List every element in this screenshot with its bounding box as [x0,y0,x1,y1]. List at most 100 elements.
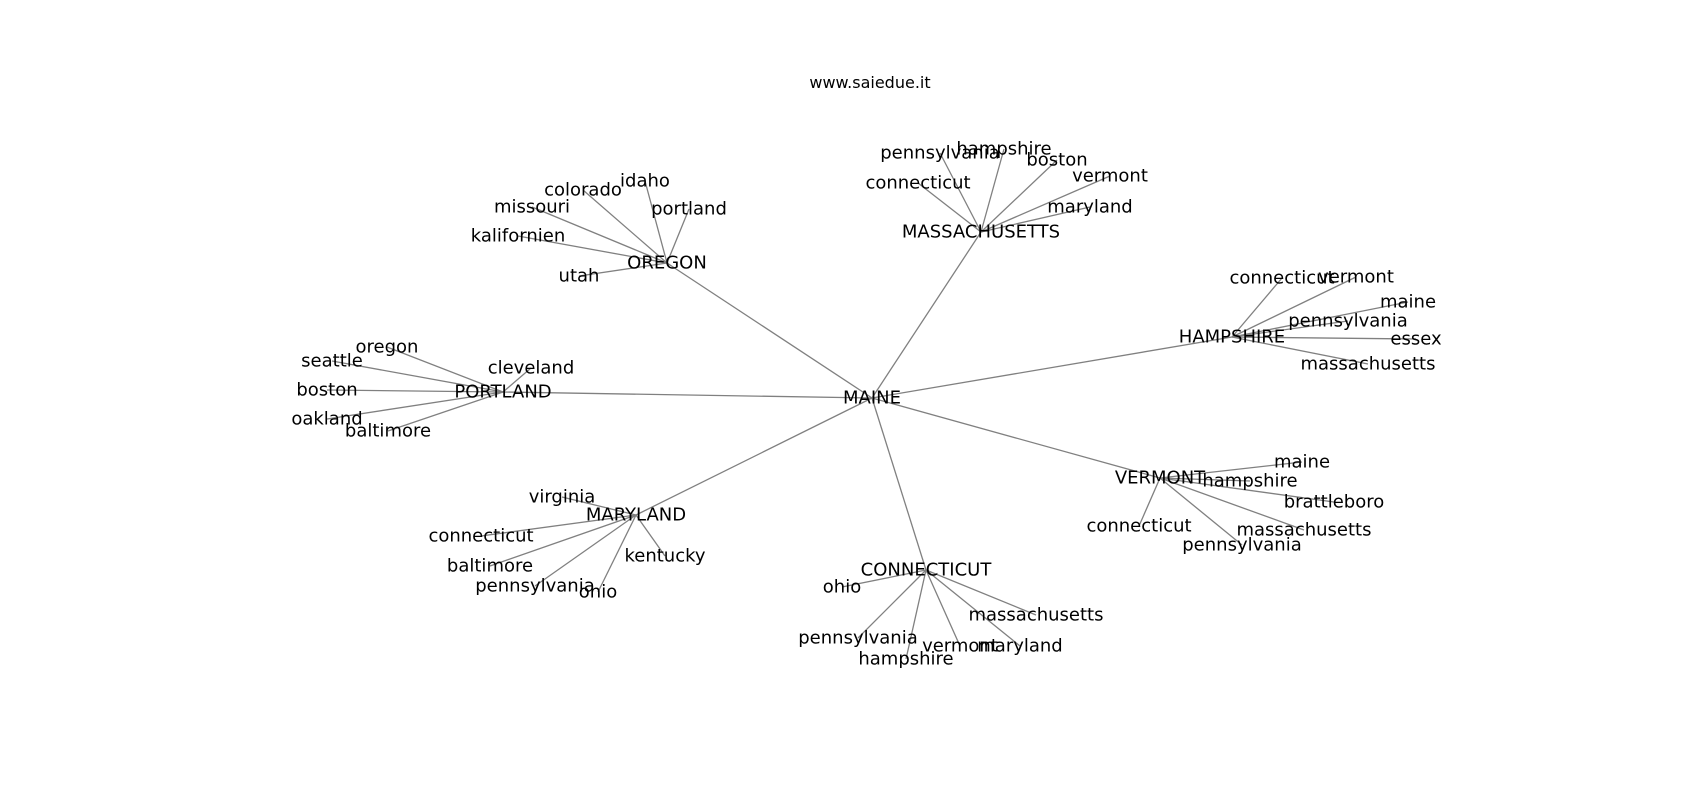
edge-root-vermont [871,397,1161,479]
edge-root-maryland [635,397,873,516]
edge-root-connecticut [871,397,927,571]
leaf-node-connecticut-vermont: vermont [922,636,998,657]
leaf-node-oregon-missouri: missouri [494,197,570,218]
edge-connecticut-massachusetts [925,569,1037,616]
leaf-node-massachusetts-boston: boston [1026,150,1087,171]
edge-vermont-pennsylvania [1159,477,1243,546]
root-node-maine: MAINE [843,388,901,409]
leaf-node-connecticut-massachusetts: massachusetts [968,605,1103,626]
edge-connecticut-vermont [925,569,961,647]
edge-massachusetts-boston [980,159,1058,233]
edge-maryland-pennsylvania [534,514,637,587]
leaf-node-hampshire-connecticut: connecticut [1229,268,1334,289]
leaf-node-hampshire-maine: maine [1380,292,1436,313]
leaf-node-portland-boston: boston [296,380,357,401]
edge-massachusetts-pennsylvania [939,152,982,233]
leaf-node-hampshire-massachusetts: massachusetts [1300,354,1435,375]
leaf-node-connecticut-hampshire: hampshire [858,649,953,670]
edge-portland-boston [326,389,504,393]
leaf-node-vermont-hampshire: hampshire [1202,471,1297,492]
leaf-node-connecticut-maryland: maryland [977,636,1062,657]
leaf-node-massachusetts-connecticut: connecticut [865,173,970,194]
edge-root-portland [502,391,873,399]
leaf-node-oregon-colorado: colorado [544,180,622,201]
leaf-node-maryland-kentucky: kentucky [624,546,705,567]
edge-maryland-connecticut [480,514,637,537]
leaf-node-maryland-baltimore: baltimore [447,556,533,577]
leaf-node-portland-baltimore: baltimore [345,421,431,442]
leaf-node-oregon-kalifornien: kalifornien [471,226,565,247]
leaf-node-massachusetts-maryland: maryland [1047,197,1132,218]
leaf-node-connecticut-ohio: ohio [823,577,861,598]
leaf-node-portland-oregon: oregon [356,337,419,358]
edge-portland-cleveland [502,367,532,393]
hub-node-portland: PORTLAND [454,382,551,403]
leaf-node-vermont-maine: maine [1274,452,1330,473]
edge-hampshire-massachusetts [1231,336,1369,365]
edge-maryland-kentucky [635,514,666,557]
leaf-node-connecticut-pennsylvania: pennsylvania [798,628,917,649]
edge-connecticut-maryland [925,569,1021,647]
leaf-node-maryland-pennsylvania: pennsylvania [475,576,594,597]
leaf-node-massachusetts-hampshire: hampshire [956,139,1051,160]
edge-vermont-massachusetts [1159,477,1305,531]
edge-massachusetts-hampshire [980,148,1005,233]
leaf-node-vermont-brattleboro: brattleboro [1284,492,1385,513]
edge-hampshire-vermont [1231,276,1357,338]
edge-connecticut-ohio [841,569,927,588]
leaf-node-maryland-connecticut: connecticut [428,526,533,547]
edge-oregon-idaho [644,180,668,264]
edge-root-massachusetts [871,231,982,399]
leaf-node-vermont-pennsylvania: pennsylvania [1182,535,1301,556]
leaf-node-oregon-idaho: idaho [620,171,670,192]
leaf-node-portland-oakland: oakland [291,409,362,430]
edge-oregon-colorado [582,189,668,264]
hub-node-connecticut: CONNECTICUT [861,560,993,581]
leaf-node-massachusetts-pennsylvania: pennsylvania [880,143,999,164]
edge-maryland-baltimore [489,514,637,567]
edge-root-oregon [666,262,873,399]
leaf-node-hampshire-essex: essex [1390,329,1442,350]
hub-node-hampshire: HAMPSHIRE [1179,327,1285,348]
leaf-node-maryland-ohio: ohio [579,582,617,603]
edge-connecticut-pennsylvania [857,569,927,639]
edge-vermont-connecticut [1138,477,1161,527]
leaf-node-vermont-massachusetts: massachusetts [1236,520,1371,541]
leaf-node-oregon-utah: utah [559,266,600,287]
hub-node-massachusetts: MASSACHUSETTS [902,222,1060,243]
site-watermark-text: www.saiedue.it [809,73,930,92]
edge-portland-oakland [326,391,504,420]
hub-node-vermont: VERMONT [1115,468,1206,489]
edge-vermont-hampshire [1159,477,1251,482]
edge-massachusetts-vermont [980,175,1111,233]
hub-node-maryland: MARYLAND [586,505,686,526]
edge-oregon-kalifornien [517,235,668,264]
leaf-node-portland-seattle: seattle [301,351,363,372]
leaf-node-hampshire-pennsylvania: pennsylvania [1288,311,1407,332]
edge-maryland-ohio [597,514,637,593]
edge-hampshire-pennsylvania [1231,320,1349,338]
edge-oregon-portland [666,208,690,264]
leaf-node-hampshire-vermont: vermont [1318,267,1394,288]
edge-connecticut-hampshire [905,569,927,660]
leaf-node-massachusetts-vermont: vermont [1072,166,1148,187]
edge-oregon-utah [578,262,668,277]
leaf-node-portland-cleveland: cleveland [488,358,575,379]
leaf-node-maryland-virginia: virginia [529,487,596,508]
leaf-node-vermont-connecticut: connecticut [1086,516,1191,537]
edge-massachusetts-connecticut [917,182,982,233]
edge-vermont-maine [1159,461,1303,479]
edge-portland-baltimore [387,391,504,432]
edge-massachusetts-maryland [980,206,1091,233]
graph-edges [326,148,1417,660]
edge-oregon-missouri [531,206,668,264]
edge-maryland-virginia [561,496,637,516]
edge-vermont-brattleboro [1159,477,1335,503]
edge-hampshire-maine [1231,301,1409,338]
edge-hampshire-essex [1231,336,1417,340]
hub-node-oregon: OREGON [627,253,707,274]
edge-root-hampshire [871,336,1233,399]
leaf-node-oregon-portland: portland [651,199,727,220]
